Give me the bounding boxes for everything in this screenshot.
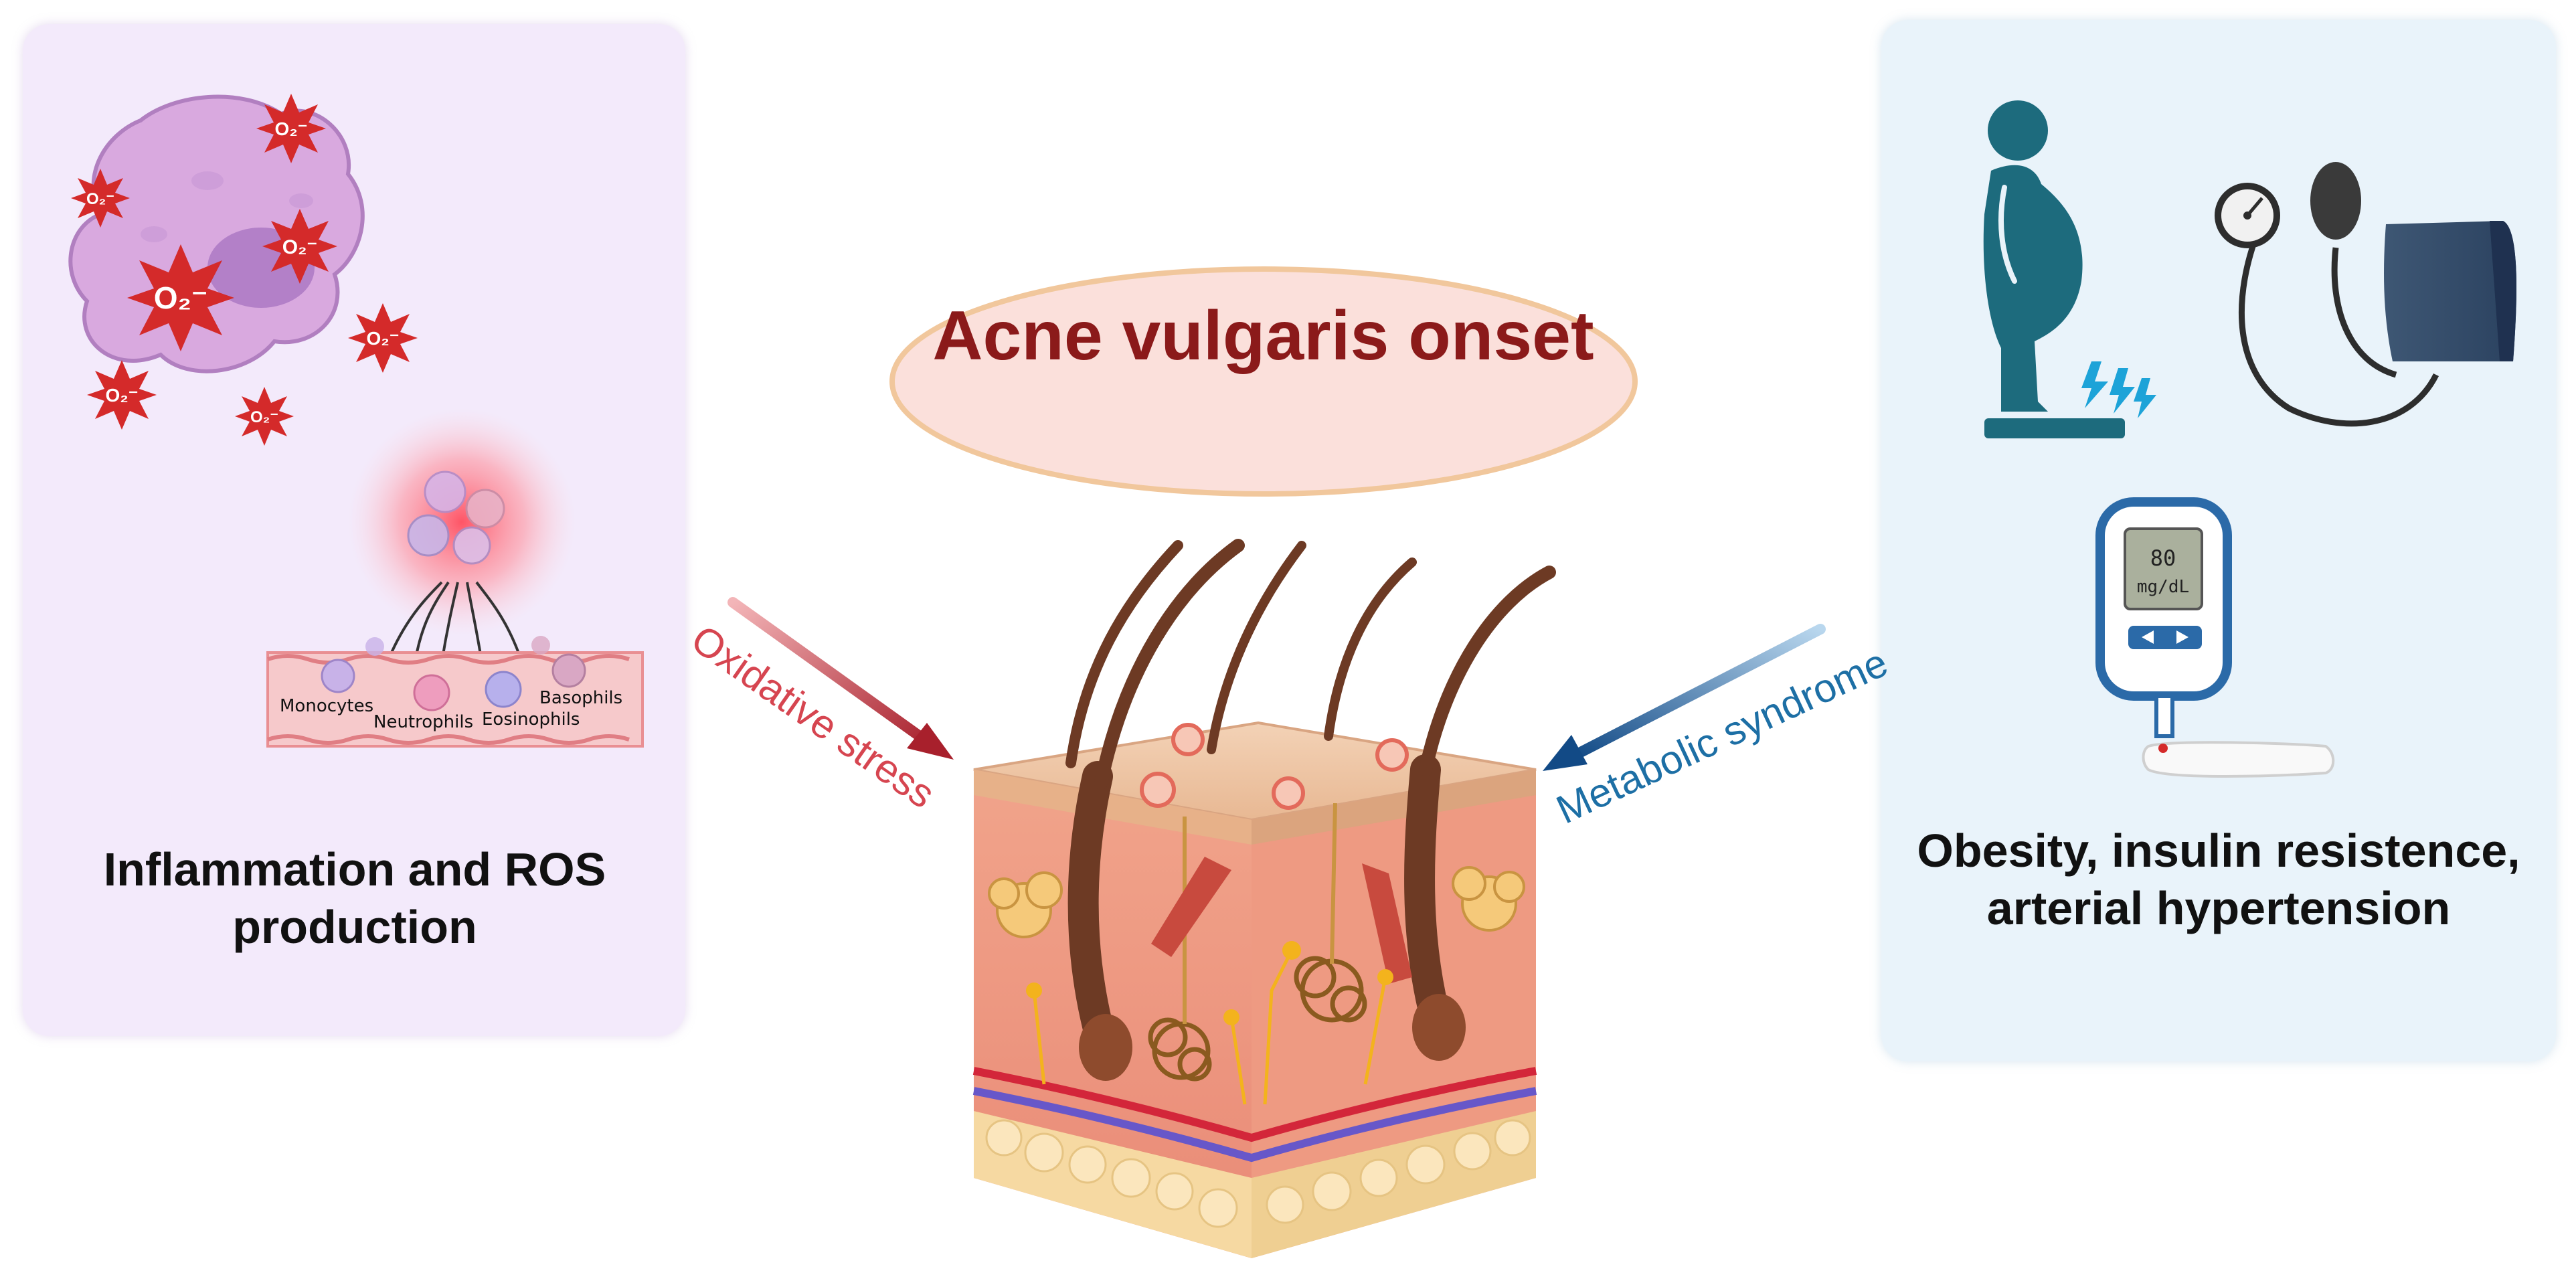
ros-star: O₂⁻ [235, 387, 294, 446]
oxidative-stress-arrow [727, 597, 954, 760]
svg-text:O₂⁻: O₂⁻ [250, 408, 278, 426]
inflammation-caption: Inflammation and ROS production [103, 843, 606, 953]
ros-star: O₂⁻ [262, 209, 337, 284]
svg-text:O₂⁻: O₂⁻ [275, 118, 308, 139]
svg-text:O₂⁻: O₂⁻ [367, 328, 400, 349]
acne-title: Acne vulgaris onset [932, 297, 1594, 375]
blood-vessel [266, 636, 644, 748]
glucometer-icon: 80 mg/dL [2095, 497, 2232, 738]
obese-person-icon [1983, 100, 2125, 438]
ros-star: O₂⁻ [256, 94, 326, 163]
blood-pressure-monitor-icon [2215, 162, 2516, 427]
ros-star: O₂⁻ [348, 303, 418, 373]
ros-star: O₂⁻ [87, 360, 157, 430]
eosinophils-label: Eosinophils [482, 709, 580, 730]
finger-icon [2142, 741, 2335, 778]
neutrophil-cell [413, 674, 450, 711]
skin-cross-section-icon [972, 539, 1556, 1258]
basophil-cell [551, 653, 586, 688]
metabolic-caption: Obesity, insulin resistence, arterial hy… [1917, 825, 2520, 934]
svg-text:O₂⁻: O₂⁻ [154, 280, 208, 315]
ros-stars: O₂⁻ O₂⁻ O₂⁻ O₂⁻ O₂⁻ O₂⁻ O₂⁻ [71, 94, 418, 446]
monocytes-label: Monocytes [280, 696, 374, 716]
ros-star: O₂⁻ [71, 169, 130, 228]
title-ellipse [889, 266, 1638, 497]
lightning-icon [2081, 361, 2156, 418]
acne-pimples [1140, 723, 1409, 810]
svg-text:mg/dL: mg/dL [2137, 577, 2189, 597]
svg-text:O₂⁻: O₂⁻ [86, 190, 114, 208]
inflammation-glow [348, 408, 576, 636]
eosinophil-cell [485, 671, 522, 708]
neutrophils-label: Neutrophils [373, 712, 474, 732]
monocyte-cell [321, 659, 355, 693]
svg-text:O₂⁻: O₂⁻ [282, 236, 318, 258]
ros-star-large: O₂⁻ [127, 244, 234, 351]
metabolic-syndrome-arrow [1543, 624, 1826, 771]
svg-text:O₂⁻: O₂⁻ [106, 385, 139, 406]
basophils-label: Basophils [539, 688, 623, 708]
svg-text:80: 80 [2150, 545, 2176, 571]
